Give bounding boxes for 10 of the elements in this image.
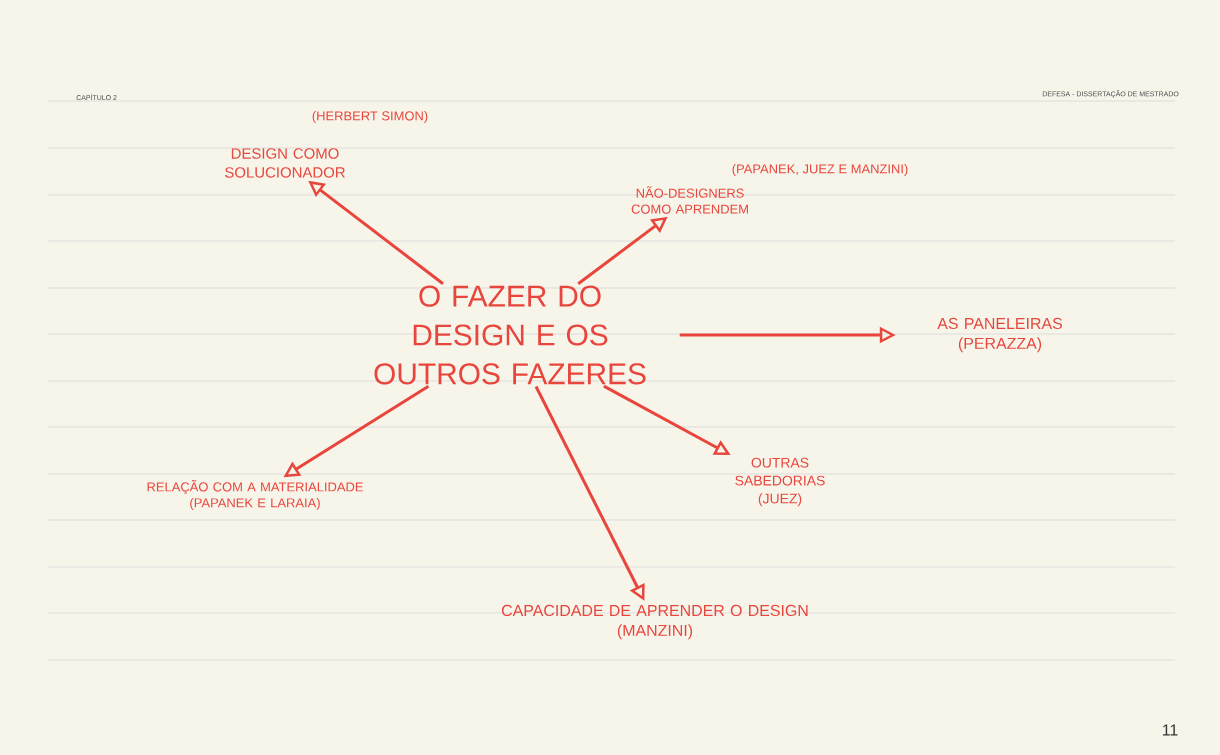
topic-text: AS PANELEIRAS (PERAZZA) [937, 317, 1062, 353]
central-topic: O FAZER DO DESIGN E OS OUTROS FAZERES [374, 285, 646, 385]
topic-text: NÃO-DESIGNERS COMO APRENDEM [631, 186, 748, 214]
topic-text: OUTRAS SABEDORIAS (JUEZ) [735, 457, 825, 507]
author-note: (HERBERT SIMON) [312, 110, 428, 124]
topic-text: RELAÇÃO COM A MATERIALIDADE (PAPANEK E LARAIA) [147, 480, 363, 510]
page-number: 11 [1162, 724, 1178, 736]
topic-text: DESIGN COMO SOLUCIONADOR [225, 148, 345, 178]
author-note: (PAPANEK, JUEZ E MANZINI) [732, 163, 908, 177]
topic-text: CAPACIDADE DE APRENDER O DESIGN (MANZINI) [501, 604, 808, 640]
